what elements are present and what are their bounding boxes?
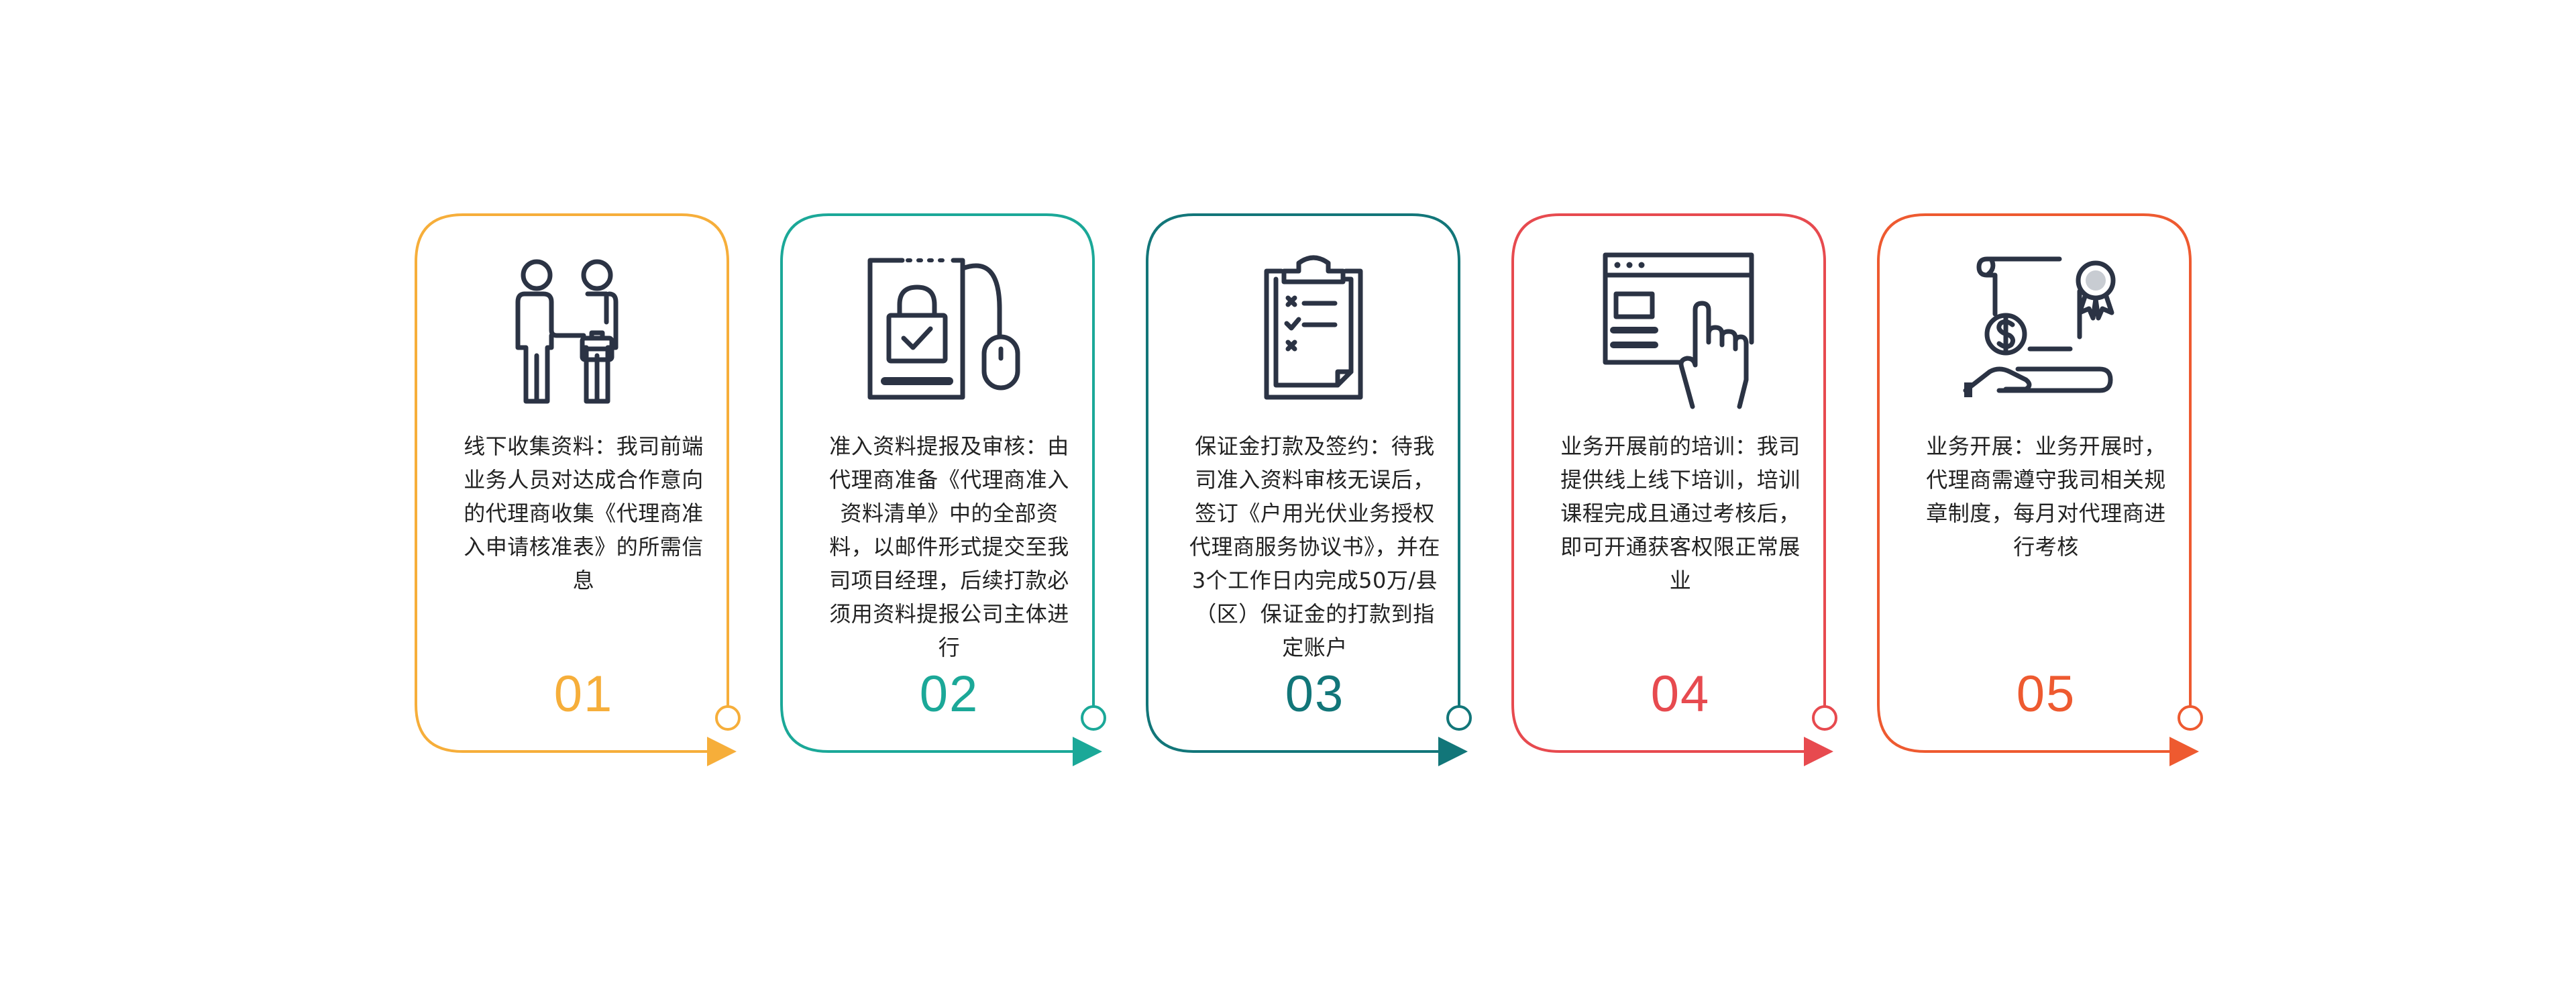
step-3-frame <box>1146 213 1472 766</box>
step-5-number: 05 <box>2016 666 2076 723</box>
step-1: 线下收集资料：我司前端业务人员对达成合作意向的代理商收集《代理商准入申请核准表》… <box>415 213 778 766</box>
step-2-number: 02 <box>919 666 979 723</box>
step-5-description: 业务开展：业务开展时，代理商需遵守我司相关规章制度，每月对代理商进行考核 <box>1926 433 2166 560</box>
step-4-arrow-head <box>1804 737 1833 766</box>
step-3-description: 保证金打款及签约：待我司准入资料审核无误后，签订《户用光伏业务授权代理商服务协议… <box>1189 433 1440 660</box>
step-2: 准入资料提报及审核：由代理商准备《代理商准入资料清单》中的全部资料，以邮件形式提… <box>780 213 1144 766</box>
step-5-arrow-head <box>2169 737 2199 766</box>
step-4-number: 04 <box>1650 666 1711 723</box>
step-5-frame <box>1877 213 2203 766</box>
step-2-arrow-head <box>1073 737 1102 766</box>
step-4: 业务开展前的培训：我司提供线上线下培训，培训课程完成且通过考核后，即可开通获客权… <box>1511 213 1875 766</box>
step-2-connector-dot <box>1081 705 1106 731</box>
step-5: 业务开展：业务开展时，代理商需遵守我司相关规章制度，每月对代理商进行考核 05 <box>1877 213 2241 766</box>
online-training-screen-icon <box>1603 252 1754 409</box>
step-3-number: 03 <box>1285 666 1345 723</box>
step-1-connector-dot <box>715 705 741 731</box>
step-2-description: 准入资料提报及审核：由代理商准备《代理商准入资料清单》中的全部资料，以邮件形式提… <box>829 433 1069 660</box>
step-1-frame <box>415 213 741 766</box>
step-1-number: 01 <box>553 666 614 723</box>
locked-document-mouse-icon <box>867 258 1020 400</box>
step-5-connector-dot <box>2178 705 2203 731</box>
clipboard-checklist-icon <box>1264 255 1363 400</box>
step-4-connector-dot <box>1812 705 1837 731</box>
step-2-frame <box>780 213 1106 766</box>
step-1-description: 线下收集资料：我司前端业务人员对达成合作意向的代理商收集《代理商准入申请核准表》… <box>464 433 704 593</box>
step-3: 保证金打款及签约：待我司准入资料审核无误后，签订《户用光伏业务授权代理商服务协议… <box>1146 213 1509 766</box>
step-3-arrow-head <box>1438 737 1468 766</box>
handshake-agents-icon <box>515 259 619 404</box>
step-4-frame <box>1511 213 1837 766</box>
step-1-arrow-head <box>707 737 737 766</box>
step-4-description: 业务开展前的培训：我司提供线上线下培训，培训课程完成且通过考核后，即可开通获客权… <box>1560 433 1801 593</box>
step-3-connector-dot <box>1446 705 1472 731</box>
certificate-payment-icon <box>1963 256 2116 397</box>
